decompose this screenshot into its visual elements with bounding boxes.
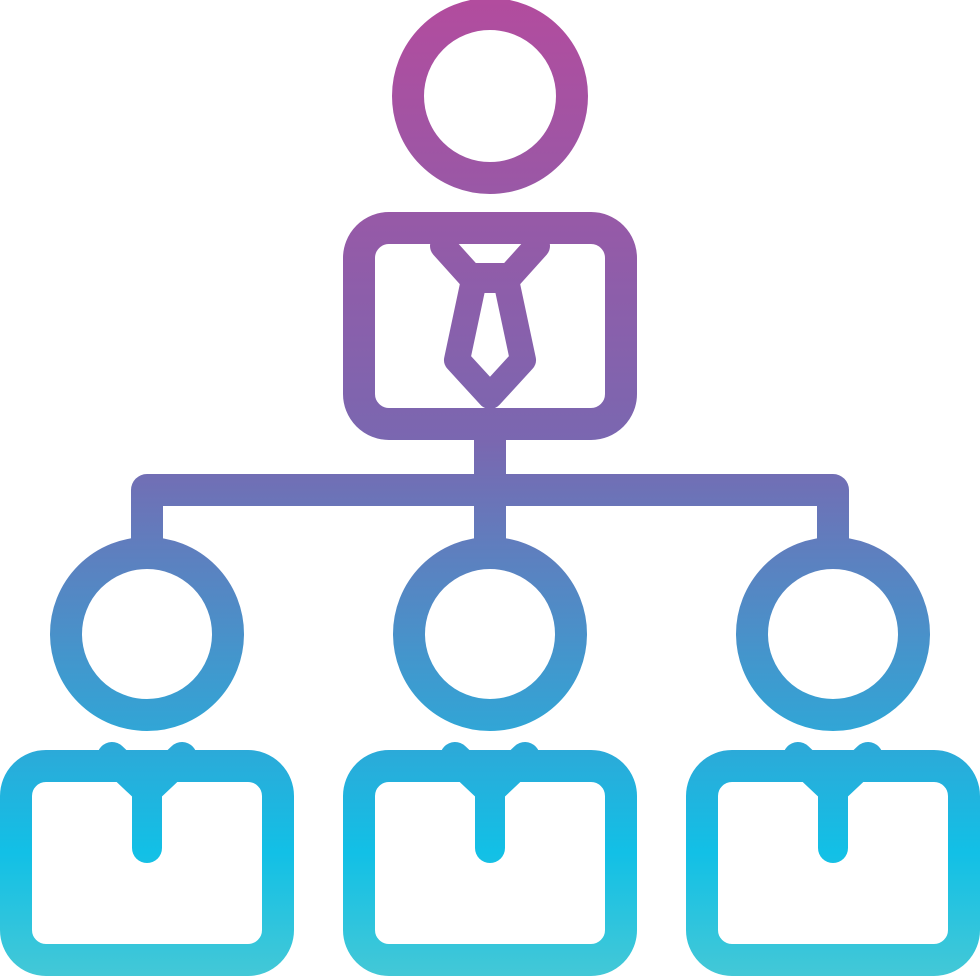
- subordinate-left: [0, 537, 294, 976]
- connector-horizontal-bar: [131, 474, 849, 556]
- subordinate-left-head: [50, 537, 244, 731]
- subordinate-right-head: [736, 537, 930, 731]
- subordinate-center-head: [393, 537, 587, 731]
- subordinate-left-body: [0, 750, 294, 976]
- subordinate-center: [343, 537, 637, 976]
- manager-node: [343, 0, 637, 440]
- subordinate-center-body: [343, 750, 637, 976]
- manager-head: [392, 0, 588, 194]
- hierarchy-connectors: [131, 408, 849, 556]
- tie-icon: [430, 233, 550, 409]
- subordinate-right: [686, 537, 980, 976]
- subordinate-right-body: [686, 750, 980, 976]
